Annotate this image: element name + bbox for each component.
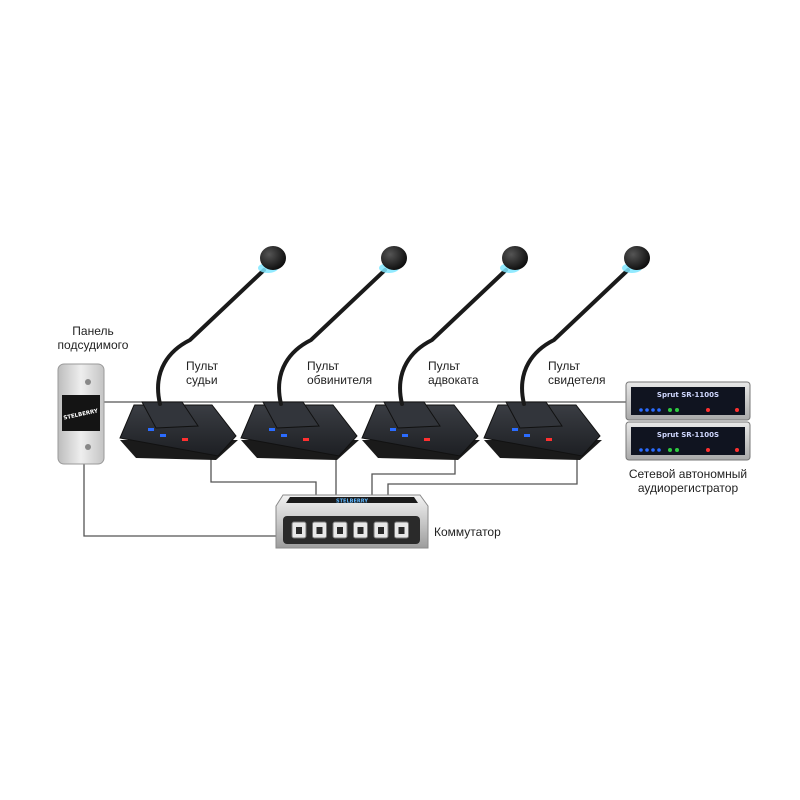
switch-port-jack <box>378 527 384 534</box>
console-body <box>119 404 237 457</box>
console-led-red-icon <box>303 438 309 441</box>
microphone-icon <box>260 246 286 270</box>
switch-port-jack <box>296 527 302 534</box>
microphone-icon <box>381 246 407 270</box>
console-top <box>141 401 199 429</box>
label-defendant-panel: Панель подсудимого <box>50 324 136 352</box>
wire-lawyer-to-switch <box>371 448 456 496</box>
recorder-model-1: Sprut SR-1100S <box>657 391 719 399</box>
label-judge-console: Пульт судьи <box>186 359 218 387</box>
console-top <box>262 401 320 429</box>
switch-port-jack <box>398 527 405 534</box>
console-lawyer <box>361 246 528 460</box>
switch-logo: STELBERRY <box>336 499 368 505</box>
label-lawyer-line2: адвоката <box>428 373 479 387</box>
console-body <box>483 404 601 457</box>
recorder-unit-2: Sprut SR-1100S <box>625 421 751 461</box>
label-prosecutor-console: Пульт обвинителя <box>307 359 372 387</box>
gooseneck <box>156 268 266 406</box>
label-switch-text: Коммутатор <box>434 525 501 539</box>
console-led-blue-icon <box>512 428 518 431</box>
recorder-device: Sprut SR-1100S Sprut SR-1100S <box>625 381 751 461</box>
console-led-blue-icon <box>281 434 287 437</box>
switch-device: STELBERRY <box>275 494 429 549</box>
console-group <box>119 246 650 460</box>
console-led-blue-icon <box>402 434 408 437</box>
label-recorder-line1: Сетевой автономный <box>628 467 748 481</box>
label-recorder-line2: аудиорегистратор <box>637 481 739 495</box>
gooseneck <box>398 268 508 406</box>
label-prosecutor-line1: Пульт <box>307 359 340 373</box>
console-led-blue-icon <box>390 428 396 431</box>
label-witness-line1: Пульт <box>548 359 581 373</box>
switch-port-jack <box>357 527 364 534</box>
label-lawyer-console: Пульт адвоката <box>428 359 479 387</box>
console-top <box>505 401 563 429</box>
console-body <box>240 404 358 457</box>
console-prosecutor <box>240 246 407 460</box>
recorder-unit-1: Sprut SR-1100S <box>625 381 751 421</box>
console-led-red-icon <box>546 438 552 441</box>
label-witness-console: Пульт свидетеля <box>548 359 606 387</box>
console-led-blue-icon <box>148 428 154 431</box>
console-led-blue-icon <box>269 428 275 431</box>
microphone-icon <box>624 246 650 270</box>
label-judge-line1: Пульт <box>186 359 219 373</box>
console-led-red-icon <box>424 438 430 441</box>
label-recorder: Сетевой автономный аудиорегистратор <box>610 467 766 495</box>
wire-witness-to-switch <box>387 452 578 496</box>
gooseneck <box>277 268 387 406</box>
console-judge <box>119 246 286 460</box>
label-defendant-panel-line1: Панель <box>72 324 114 338</box>
wire-panel-to-switch <box>83 462 276 537</box>
console-witness <box>483 246 650 460</box>
wire-judge-to-switch <box>210 448 317 496</box>
console-led-blue-icon <box>524 434 530 437</box>
gooseneck <box>520 268 630 406</box>
panel-speaker-icon <box>85 379 91 385</box>
label-defendant-panel-line2: подсудимого <box>57 338 129 352</box>
label-witness-line2: свидетеля <box>548 373 606 387</box>
switch-port-jack <box>337 527 343 534</box>
console-body <box>361 404 479 457</box>
microphone-icon <box>502 246 528 270</box>
label-judge-line2: судьи <box>186 373 218 387</box>
panel-mic-icon <box>85 444 91 450</box>
label-lawyer-line1: Пульт <box>428 359 461 373</box>
switch-port-jack <box>316 527 323 534</box>
defendant-panel: STELBERRY <box>57 363 105 465</box>
switch-ports <box>291 521 409 539</box>
label-switch: Коммутатор <box>434 525 501 539</box>
console-led-red-icon <box>182 438 188 441</box>
recorder-model-2: Sprut SR-1100S <box>657 431 719 439</box>
console-top <box>383 401 441 429</box>
console-led-blue-icon <box>160 434 166 437</box>
label-prosecutor-line2: обвинителя <box>307 373 373 387</box>
